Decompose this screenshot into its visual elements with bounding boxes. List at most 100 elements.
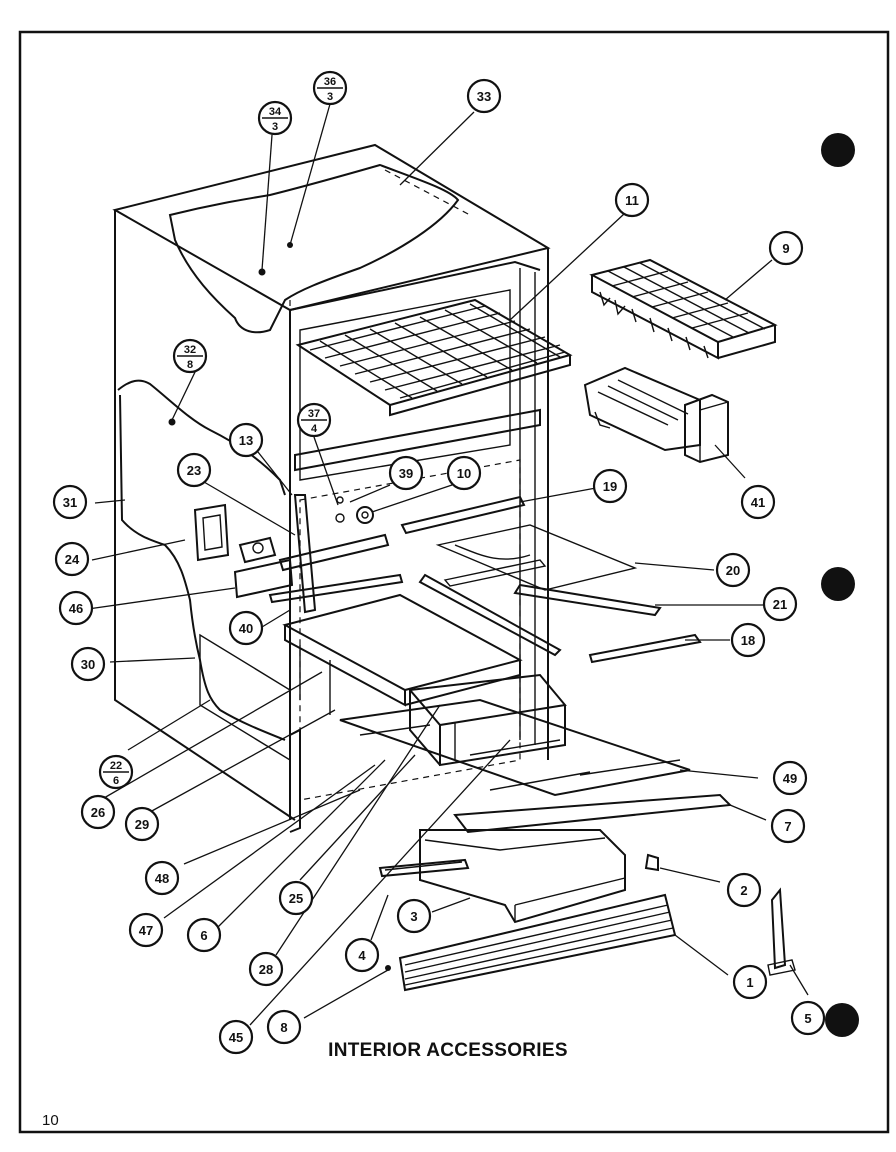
callout-9: 9 <box>768 230 804 266</box>
callout-number: 33 <box>477 89 491 104</box>
ice-maker <box>583 366 729 464</box>
callout-number: 45 <box>229 1030 243 1045</box>
callout-number: 47 <box>139 923 153 938</box>
callout-circle <box>388 455 424 491</box>
callout-45: 45 <box>218 1019 254 1055</box>
callout-number: 28 <box>259 962 273 977</box>
callout-number: 30 <box>81 657 95 672</box>
callout-33: 33 <box>466 78 502 114</box>
ice-cube-tray <box>589 258 778 360</box>
page-border <box>18 30 890 1134</box>
callout-circle <box>186 917 222 953</box>
callout-number: 18 <box>741 633 755 648</box>
callout-number: 22 <box>110 760 122 772</box>
callout-number: 29 <box>135 817 149 832</box>
callout-13: 13 <box>228 422 264 458</box>
callout-number: 37 <box>308 408 320 420</box>
callout-40: 40 <box>228 610 264 646</box>
callout-circle <box>248 951 284 987</box>
callout-number: 3 <box>410 909 417 924</box>
callout-25: 25 <box>278 880 314 916</box>
glass-shelf <box>435 524 702 664</box>
callout-47: 47 <box>128 912 164 948</box>
page-number: 10 <box>42 1112 59 1129</box>
callout-19: 19 <box>592 468 628 504</box>
callout-circle <box>614 182 650 218</box>
callout-20: 20 <box>715 552 751 588</box>
callout-22-6: 226 <box>98 754 134 790</box>
callout-circle <box>228 610 264 646</box>
callout-28: 28 <box>248 951 284 987</box>
binder-hole-bottom <box>825 1003 859 1037</box>
callout-number: 24 <box>65 552 80 567</box>
callout-30: 30 <box>70 646 106 682</box>
callout-number: 10 <box>457 466 471 481</box>
callout-39: 39 <box>388 455 424 491</box>
callout-circle <box>466 78 502 114</box>
callout-3: 3 <box>396 898 432 934</box>
callout-2: 2 <box>726 872 762 908</box>
callout-circle <box>732 964 768 1000</box>
callout-subnumber: 4 <box>311 423 318 435</box>
callout-8: 8 <box>266 1009 302 1045</box>
callout-number: 31 <box>63 495 77 510</box>
callout-number: 6 <box>200 928 207 943</box>
callout-18: 18 <box>730 622 766 658</box>
callout-circle <box>730 622 766 658</box>
callout-number: 4 <box>358 948 366 963</box>
callout-number: 49 <box>783 771 797 786</box>
callout-34-3: 343 <box>257 100 293 136</box>
callout-number: 13 <box>239 433 253 448</box>
callout-circle <box>80 794 116 830</box>
callout-41: 41 <box>740 484 776 520</box>
callout-circle <box>144 860 180 896</box>
diagram-title: INTERIOR ACCESSORIES <box>328 1040 568 1061</box>
callout-46: 46 <box>58 590 94 626</box>
callout-number: 40 <box>239 621 253 636</box>
callout-number: 46 <box>69 601 83 616</box>
callout-23: 23 <box>176 452 212 488</box>
callout-31: 31 <box>52 484 88 520</box>
callout-29: 29 <box>124 806 160 842</box>
callout-21: 21 <box>762 586 798 622</box>
callout-37-4: 374 <box>296 402 332 438</box>
callout-number: 1 <box>746 975 753 990</box>
callout-subnumber: 3 <box>272 121 278 133</box>
callout-number: 25 <box>289 891 303 906</box>
callout-circle <box>52 484 88 520</box>
callout-circle <box>124 806 160 842</box>
callout-number: 2 <box>740 883 747 898</box>
callout-circle <box>715 552 751 588</box>
callout-circle <box>768 230 804 266</box>
callout-24: 24 <box>54 541 90 577</box>
callout-48: 48 <box>144 860 180 896</box>
callout-number: 9 <box>782 241 789 256</box>
callout-circle <box>278 880 314 916</box>
callout-circle <box>770 808 806 844</box>
callout-number: 48 <box>155 871 169 886</box>
callout-subnumber: 3 <box>327 91 333 103</box>
callout-number: 7 <box>784 819 791 834</box>
callout-number: 21 <box>773 597 787 612</box>
callout-circle <box>740 484 776 520</box>
callout-subnumber: 6 <box>113 775 119 787</box>
callout-number: 20 <box>726 563 740 578</box>
callout-26: 26 <box>80 794 116 830</box>
callout-number: 34 <box>269 106 282 118</box>
callout-number: 11 <box>625 193 639 208</box>
callout-circle <box>772 760 808 796</box>
callout-circle <box>70 646 106 682</box>
callout-6: 6 <box>186 917 222 953</box>
callout-circle <box>176 452 212 488</box>
callout-circle <box>228 422 264 458</box>
callout-32-8: 328 <box>172 338 208 374</box>
callout-49: 49 <box>772 760 808 796</box>
callout-number: 5 <box>804 1011 811 1026</box>
shelf-rails <box>233 494 562 657</box>
leader-lines <box>87 103 809 1026</box>
callout-number: 19 <box>603 479 617 494</box>
control-housing <box>193 496 374 564</box>
callout-number: 41 <box>751 495 765 510</box>
